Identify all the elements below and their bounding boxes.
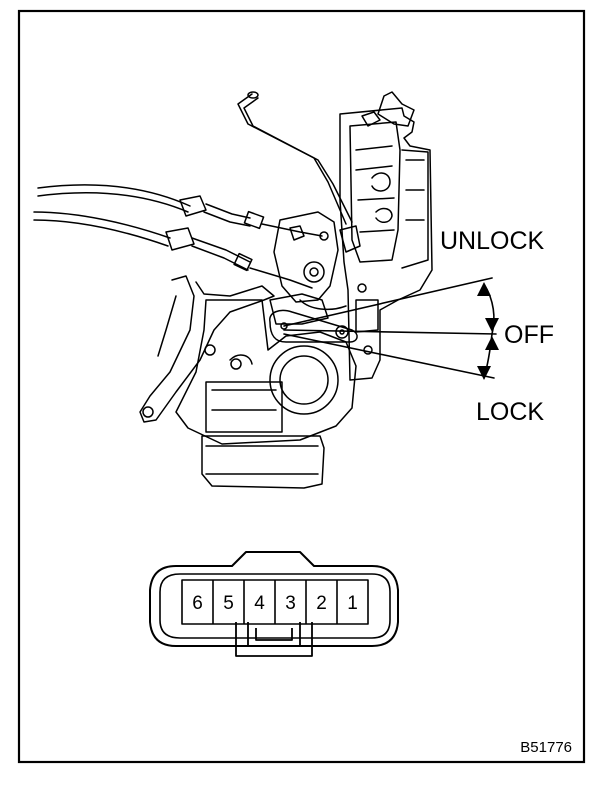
figure-id: B51776 bbox=[520, 739, 572, 756]
unlock-position-line bbox=[283, 277, 493, 327]
motor-housing bbox=[175, 299, 357, 445]
connector-latch bbox=[235, 622, 313, 657]
connector-pin-3: 3 bbox=[285, 593, 296, 614]
connector-pin-5: 5 bbox=[223, 593, 234, 614]
connector-pin-6: 6 bbox=[192, 593, 203, 614]
connector-pin-2: 2 bbox=[316, 593, 327, 614]
connector-pin-1: 1 bbox=[347, 593, 358, 614]
connector-face bbox=[149, 551, 399, 657]
off-label: OFF bbox=[504, 321, 554, 349]
lock-lever bbox=[269, 309, 358, 343]
arrow-to-off-bottom-icon bbox=[485, 336, 499, 350]
lock-label: LOCK bbox=[476, 398, 544, 426]
connector-inner-shell bbox=[159, 573, 391, 639]
motor-connector-body bbox=[201, 435, 325, 489]
connector-pin-4: 4 bbox=[254, 593, 265, 614]
position-arrows bbox=[477, 282, 499, 380]
unlock-label: UNLOCK bbox=[440, 227, 545, 255]
door-lock-assembly bbox=[33, 91, 433, 489]
off-position-line bbox=[283, 329, 497, 335]
up-arrow-icon bbox=[477, 282, 491, 296]
figure-border bbox=[17, 9, 586, 764]
arrow-to-off-top-icon bbox=[485, 318, 499, 332]
position-indicator bbox=[283, 277, 497, 379]
mounting-bracket bbox=[139, 275, 275, 423]
lock-position-line bbox=[283, 333, 495, 379]
connector-outer-shell bbox=[149, 551, 399, 647]
lock-body bbox=[339, 91, 433, 381]
down-arrow-icon bbox=[477, 366, 491, 380]
lock-control-rod bbox=[237, 91, 353, 225]
lock-mechanism bbox=[269, 211, 361, 325]
lock-cables bbox=[33, 184, 329, 289]
